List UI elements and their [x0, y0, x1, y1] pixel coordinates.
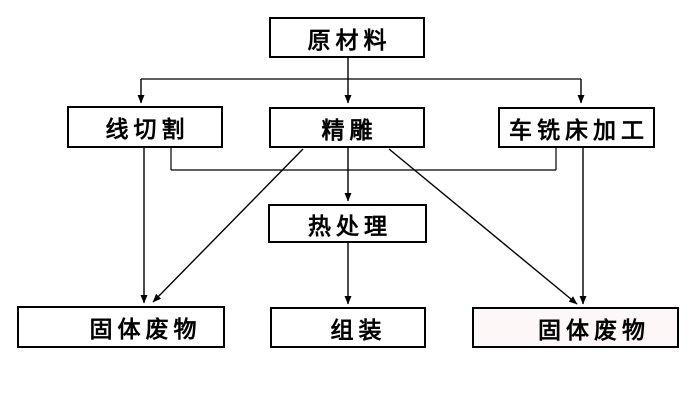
node-assembly-label: 组装	[330, 316, 387, 343]
node-assembly: 组装	[270, 307, 426, 348]
node-solid-waste-left-label: 固体废物	[89, 316, 202, 342]
node-solid-waste-right: 固体废物	[472, 307, 679, 348]
node-raw-material: 原材料	[269, 17, 425, 58]
node-solid-waste-left: 固体废物	[17, 306, 225, 348]
node-wire-cutting: 线切割	[67, 106, 223, 148]
node-heat-treatment-label: 热处理	[308, 212, 392, 239]
node-heat-treatment: 热处理	[268, 204, 427, 243]
node-engraving: 精雕	[269, 107, 425, 148]
node-solid-waste-right-label: 固体废物	[538, 316, 650, 343]
node-raw-material-label: 原材料	[307, 26, 392, 53]
edge-engraving-to-solid-waste-left	[152, 148, 304, 303]
node-wire-cutting-label: 线切割	[105, 116, 190, 142]
edge-engraving-to-solid-waste-right	[388, 148, 578, 305]
node-engraving-label: 精雕	[321, 116, 378, 143]
node-lathe-milling-label: 车铣床加工	[509, 116, 649, 143]
node-lathe-milling: 车铣床加工	[498, 107, 655, 148]
